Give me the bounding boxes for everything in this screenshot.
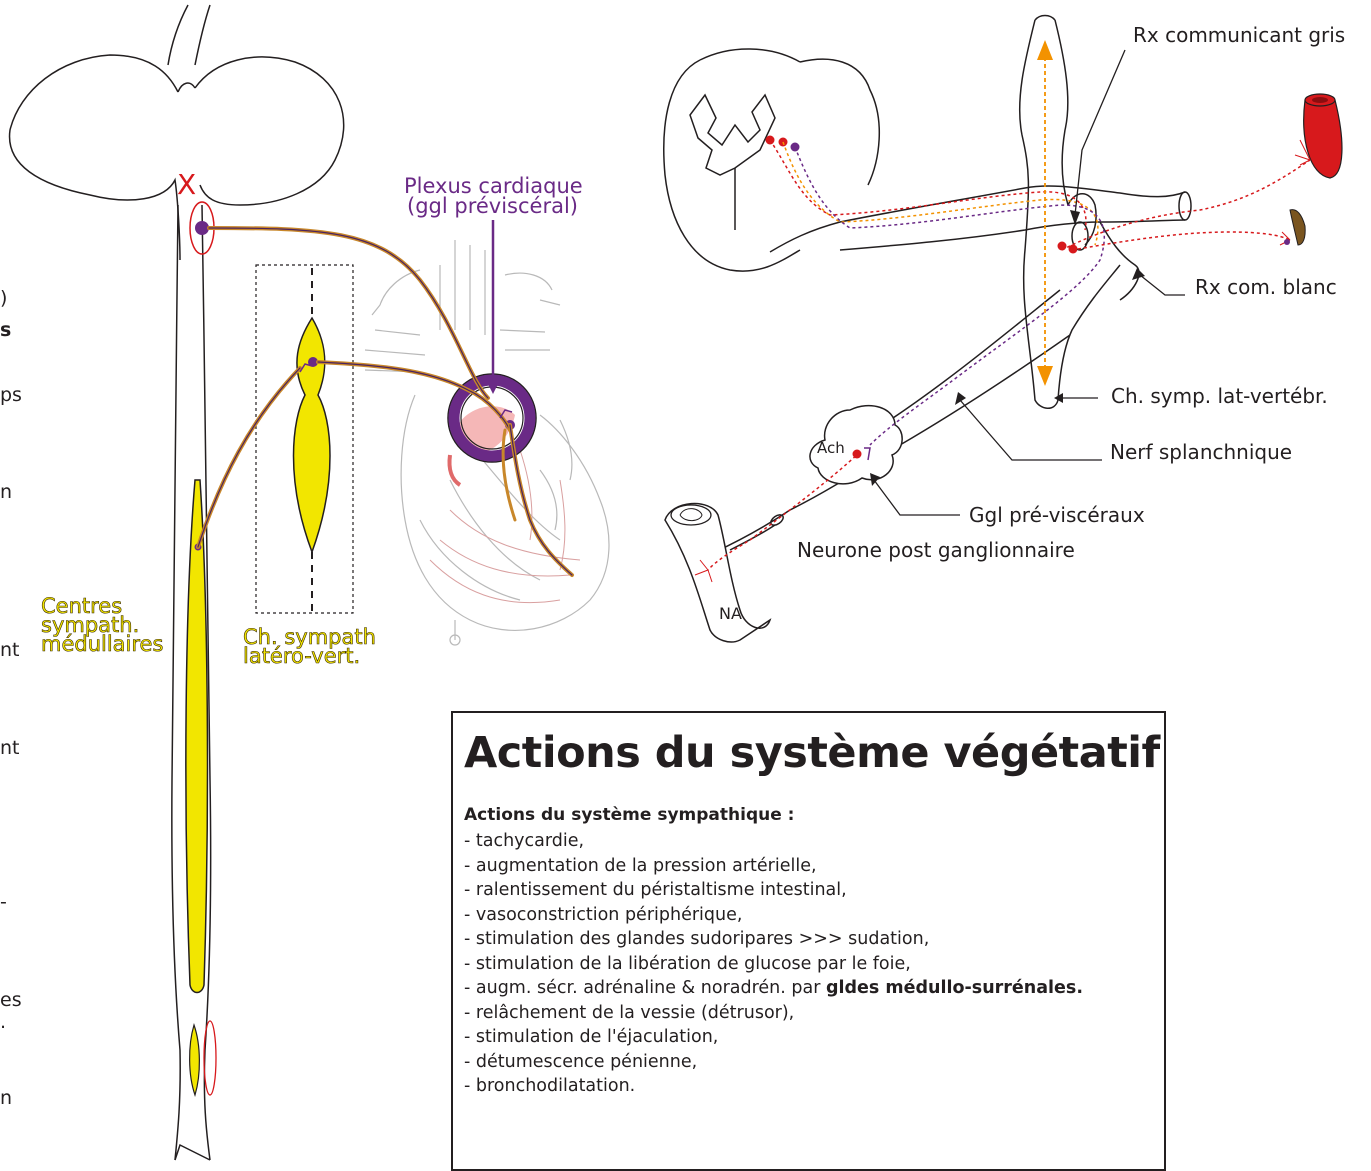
sweat-gland xyxy=(1290,210,1305,245)
chaine-label: Ch. symp. lat-vertébr. xyxy=(1111,385,1328,407)
actions-list: - tachycardie, - augmentation de la pres… xyxy=(464,829,1083,1099)
cut-fragment: nt xyxy=(0,640,20,660)
blood-vessel-lumen xyxy=(1312,97,1328,103)
ganglion-red-dot-1 xyxy=(1058,242,1067,251)
gland-purple-dot xyxy=(1284,239,1290,245)
list-item-bold: gldes médullo-surrénales. xyxy=(826,978,1083,998)
ach-label: Ach xyxy=(817,440,845,456)
cut-fragment: n xyxy=(0,1088,12,1108)
vessel-lumen xyxy=(671,505,711,525)
nerve-fibers-left xyxy=(198,228,572,575)
tube-end xyxy=(769,513,785,528)
list-item: - relâchement de la vessie (détrusor), xyxy=(464,1001,1083,1026)
neurone-label: Neurone post ganglionnaire xyxy=(797,539,1075,561)
cut-fragment: ps xyxy=(0,385,22,405)
rx-blanc-label: Rx com. blanc xyxy=(1195,276,1337,298)
list-item: - bronchodilatation. xyxy=(464,1074,1083,1099)
actions-subtitle: Actions du système sympathique : xyxy=(464,805,794,825)
list-item: - vasoconstriction périphérique, xyxy=(464,903,1083,928)
ganglion-red-dot-2 xyxy=(1069,245,1078,254)
list-item: - augmentation de la pression artérielle… xyxy=(464,854,1083,879)
chain-label-line2: latéro-vert. xyxy=(243,646,360,666)
x-nucleus-label: X xyxy=(177,171,196,199)
chain-ganglion xyxy=(294,318,331,552)
postganglionic-tube xyxy=(715,510,790,552)
na-label: NA xyxy=(719,606,742,622)
actions-title: Actions du système végétatif xyxy=(464,727,1160,779)
actions-panel: Actions du système végétatif Actions du … xyxy=(451,711,1166,1171)
nerf-label: Nerf splanchnique xyxy=(1110,441,1292,463)
list-item: - détumescence pénienne, xyxy=(464,1050,1083,1075)
cut-fragment: - xyxy=(0,892,7,912)
cut-fragment: n xyxy=(0,482,12,502)
list-item-text: - augm. sécr. adrénaline & noradrén. par xyxy=(464,978,826,998)
lower-centre-shape xyxy=(190,1025,200,1095)
list-item: - ralentissement du péristaltisme intest… xyxy=(464,878,1083,903)
rx-gris-label: Rx communicant gris xyxy=(1133,24,1345,46)
heart-red-vessel xyxy=(449,455,460,485)
blood-vessel xyxy=(1304,100,1342,178)
list-item: - stimulation des glandes sudoripares >>… xyxy=(464,927,1083,952)
list-item: - augm. sécr. adrénaline & noradrén. par… xyxy=(464,976,1083,1001)
cut-fragment: es xyxy=(0,990,22,1010)
list-item: - stimulation de l'éjaculation, xyxy=(464,1025,1083,1050)
vagus-nucleus-dot xyxy=(195,221,209,235)
ggl-label: Ggl pré-viscéraux xyxy=(969,504,1145,526)
chain-arrow-up xyxy=(1037,40,1053,60)
cut-fragment: s xyxy=(0,320,11,340)
ach-dot xyxy=(853,450,862,459)
lower-red-ring xyxy=(204,1021,216,1095)
leader-arrow-4 xyxy=(955,392,966,405)
medullary-centres-shape xyxy=(186,480,208,993)
chain-arrow-down xyxy=(1037,366,1053,386)
plexus-label-line2: (ggl préviscéral) xyxy=(407,195,578,217)
cut-fragment: ) xyxy=(0,288,7,308)
list-item: - tachycardie, xyxy=(464,829,1083,854)
list-item: - stimulation de la libération de glucos… xyxy=(464,952,1083,977)
cord-section xyxy=(664,49,880,271)
cut-fragment: nt xyxy=(0,738,20,758)
centres-label-line3: médullaires xyxy=(41,634,163,654)
cut-fragment: . xyxy=(0,1012,6,1032)
